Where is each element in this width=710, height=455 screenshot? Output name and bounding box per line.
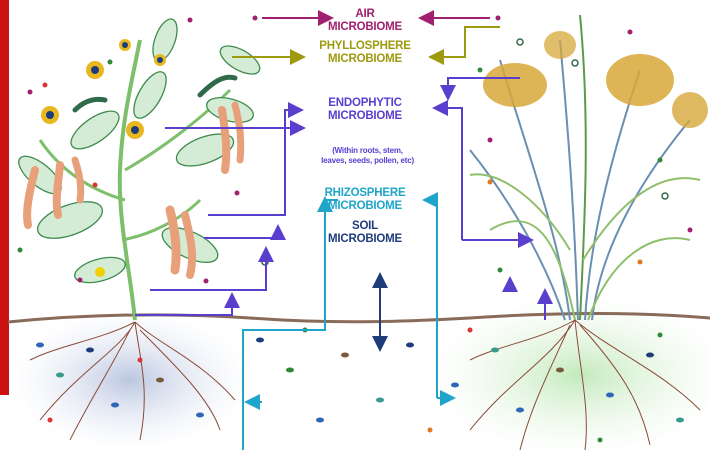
left-flowering-plant xyxy=(13,16,264,320)
rhizosphere-label-line2: MICROBIOME xyxy=(305,200,425,213)
phyllosphere-label-line2: MICROBIOME xyxy=(300,53,430,66)
air-microbiome-label: AIR MICROBIOME xyxy=(315,8,415,34)
phyllosphere-microbiome-label: PHYLLOSPHERE MICROBIOME xyxy=(300,40,430,66)
soil-microbiome-label: SOIL MICROBIOME xyxy=(315,220,415,246)
phyllosphere-label-line1: PHYLLOSPHERE xyxy=(300,40,430,53)
endophytic-note-line2: leaves, seeds, pollen, etc) xyxy=(305,156,430,166)
air-label-line2: MICROBIOME xyxy=(315,21,415,34)
endophytic-label-line2: MICROBIOME xyxy=(300,110,430,123)
endophytic-note: (Within roots, stem, leaves, seeds, poll… xyxy=(305,146,430,167)
rhizosphere-microbiome-label: RHIZOSPHERE MICROBIOME xyxy=(305,187,425,213)
frame-left-edge xyxy=(0,0,9,395)
soil-layer xyxy=(10,295,710,455)
rhizosphere-label-line1: RHIZOSPHERE xyxy=(305,187,425,200)
air-label-line1: AIR xyxy=(315,8,415,21)
endophytic-label-line1: ENDOPHYTIC xyxy=(300,97,430,110)
right-grass-plant xyxy=(470,15,708,320)
soil-label-line1: SOIL xyxy=(315,220,415,233)
soil-label-line2: MICROBIOME xyxy=(315,233,415,246)
endophytic-microbiome-label: ENDOPHYTIC MICROBIOME xyxy=(300,97,430,123)
endophytic-note-line1: (Within roots, stem, xyxy=(305,146,430,156)
